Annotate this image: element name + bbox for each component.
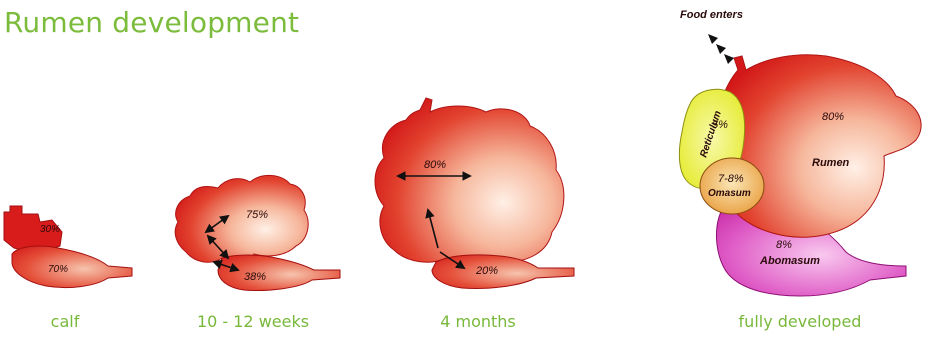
omasum-shape [700, 158, 764, 214]
caption-fully-developed: fully developed [739, 312, 862, 331]
calf-abomasum [12, 246, 132, 288]
omasum-pct: 7-8% [718, 173, 744, 185]
months-lower-pct: 20% [475, 265, 498, 277]
stage-calf: 30% 70% [4, 206, 132, 288]
weeks-lower-pct: 38% [244, 271, 266, 283]
months-upper-pct: 80% [424, 159, 446, 171]
caption-calf: calf [51, 312, 80, 331]
food-arrow-2 [716, 44, 726, 54]
rumen-pct: 80% [822, 111, 844, 123]
omasum-label: Omasum [708, 188, 751, 199]
weeks-upper-pct: 75% [246, 209, 268, 221]
rumen-label: Rumen [812, 157, 850, 169]
caption-4-months: 4 months [440, 312, 516, 331]
abomasum-label: Abomasum [759, 255, 820, 267]
stage-10-12-weeks: 75% 38% [175, 175, 340, 290]
calf-lower-pct: 70% [48, 264, 68, 275]
months-rumen [375, 98, 564, 266]
weeks-rumen [175, 175, 308, 262]
abomasum-pct: 8% [776, 239, 792, 251]
calf-upper-pct: 30% [40, 224, 60, 235]
stage-4-months: 80% 20% [375, 98, 574, 289]
caption-10-12-weeks: 10 - 12 weeks [197, 312, 309, 331]
stage-fully-developed: Food enters 80% Rumen 5% Reticulum 7-8% … [679, 9, 921, 296]
weeks-abomasum [218, 255, 340, 291]
food-arrow-3 [724, 54, 734, 64]
food-arrow-1 [708, 34, 718, 44]
food-enters-label: Food enters [680, 9, 743, 21]
